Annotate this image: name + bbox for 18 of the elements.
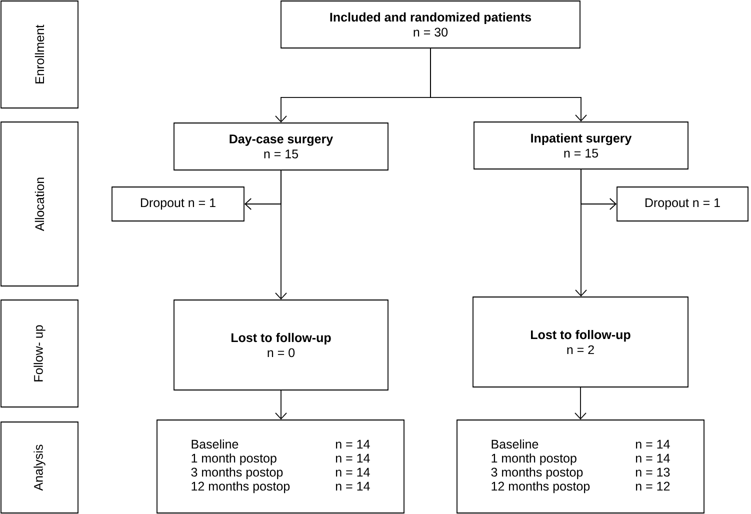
arrow xyxy=(575,169,587,297)
process-box: Day-case surgery n = 15 xyxy=(174,122,388,170)
arrow xyxy=(275,170,287,300)
stage-box: Follow- up xyxy=(0,300,78,408)
process-box: Inpatient surgery n = 15 xyxy=(474,122,688,170)
results-box: Baseline n = 14 1 month postop n = 14 3 months postop n = 14 12 months postop n = 14 xyxy=(156,420,404,514)
arrow xyxy=(275,390,287,420)
arrow xyxy=(574,387,586,420)
process-box: Included and randomized patients n = 30 xyxy=(280,0,580,48)
results-box: Baseline n = 14 1 month postop n = 14 3 months postop n = 13 12 months postop n = 12 xyxy=(456,420,704,514)
stage-box: Enrollment xyxy=(0,0,78,108)
process-box: Lost to follow-up n = 0 xyxy=(174,300,388,390)
exclusion-box: Dropout n = 1 xyxy=(616,186,748,222)
exclusion-box: Dropout n = 1 xyxy=(112,186,244,222)
stage-box: Analysis xyxy=(0,422,78,514)
arrow xyxy=(430,48,587,122)
process-box: Lost to follow-up n = 2 xyxy=(472,296,688,388)
stage-box: Allocation xyxy=(0,122,78,286)
